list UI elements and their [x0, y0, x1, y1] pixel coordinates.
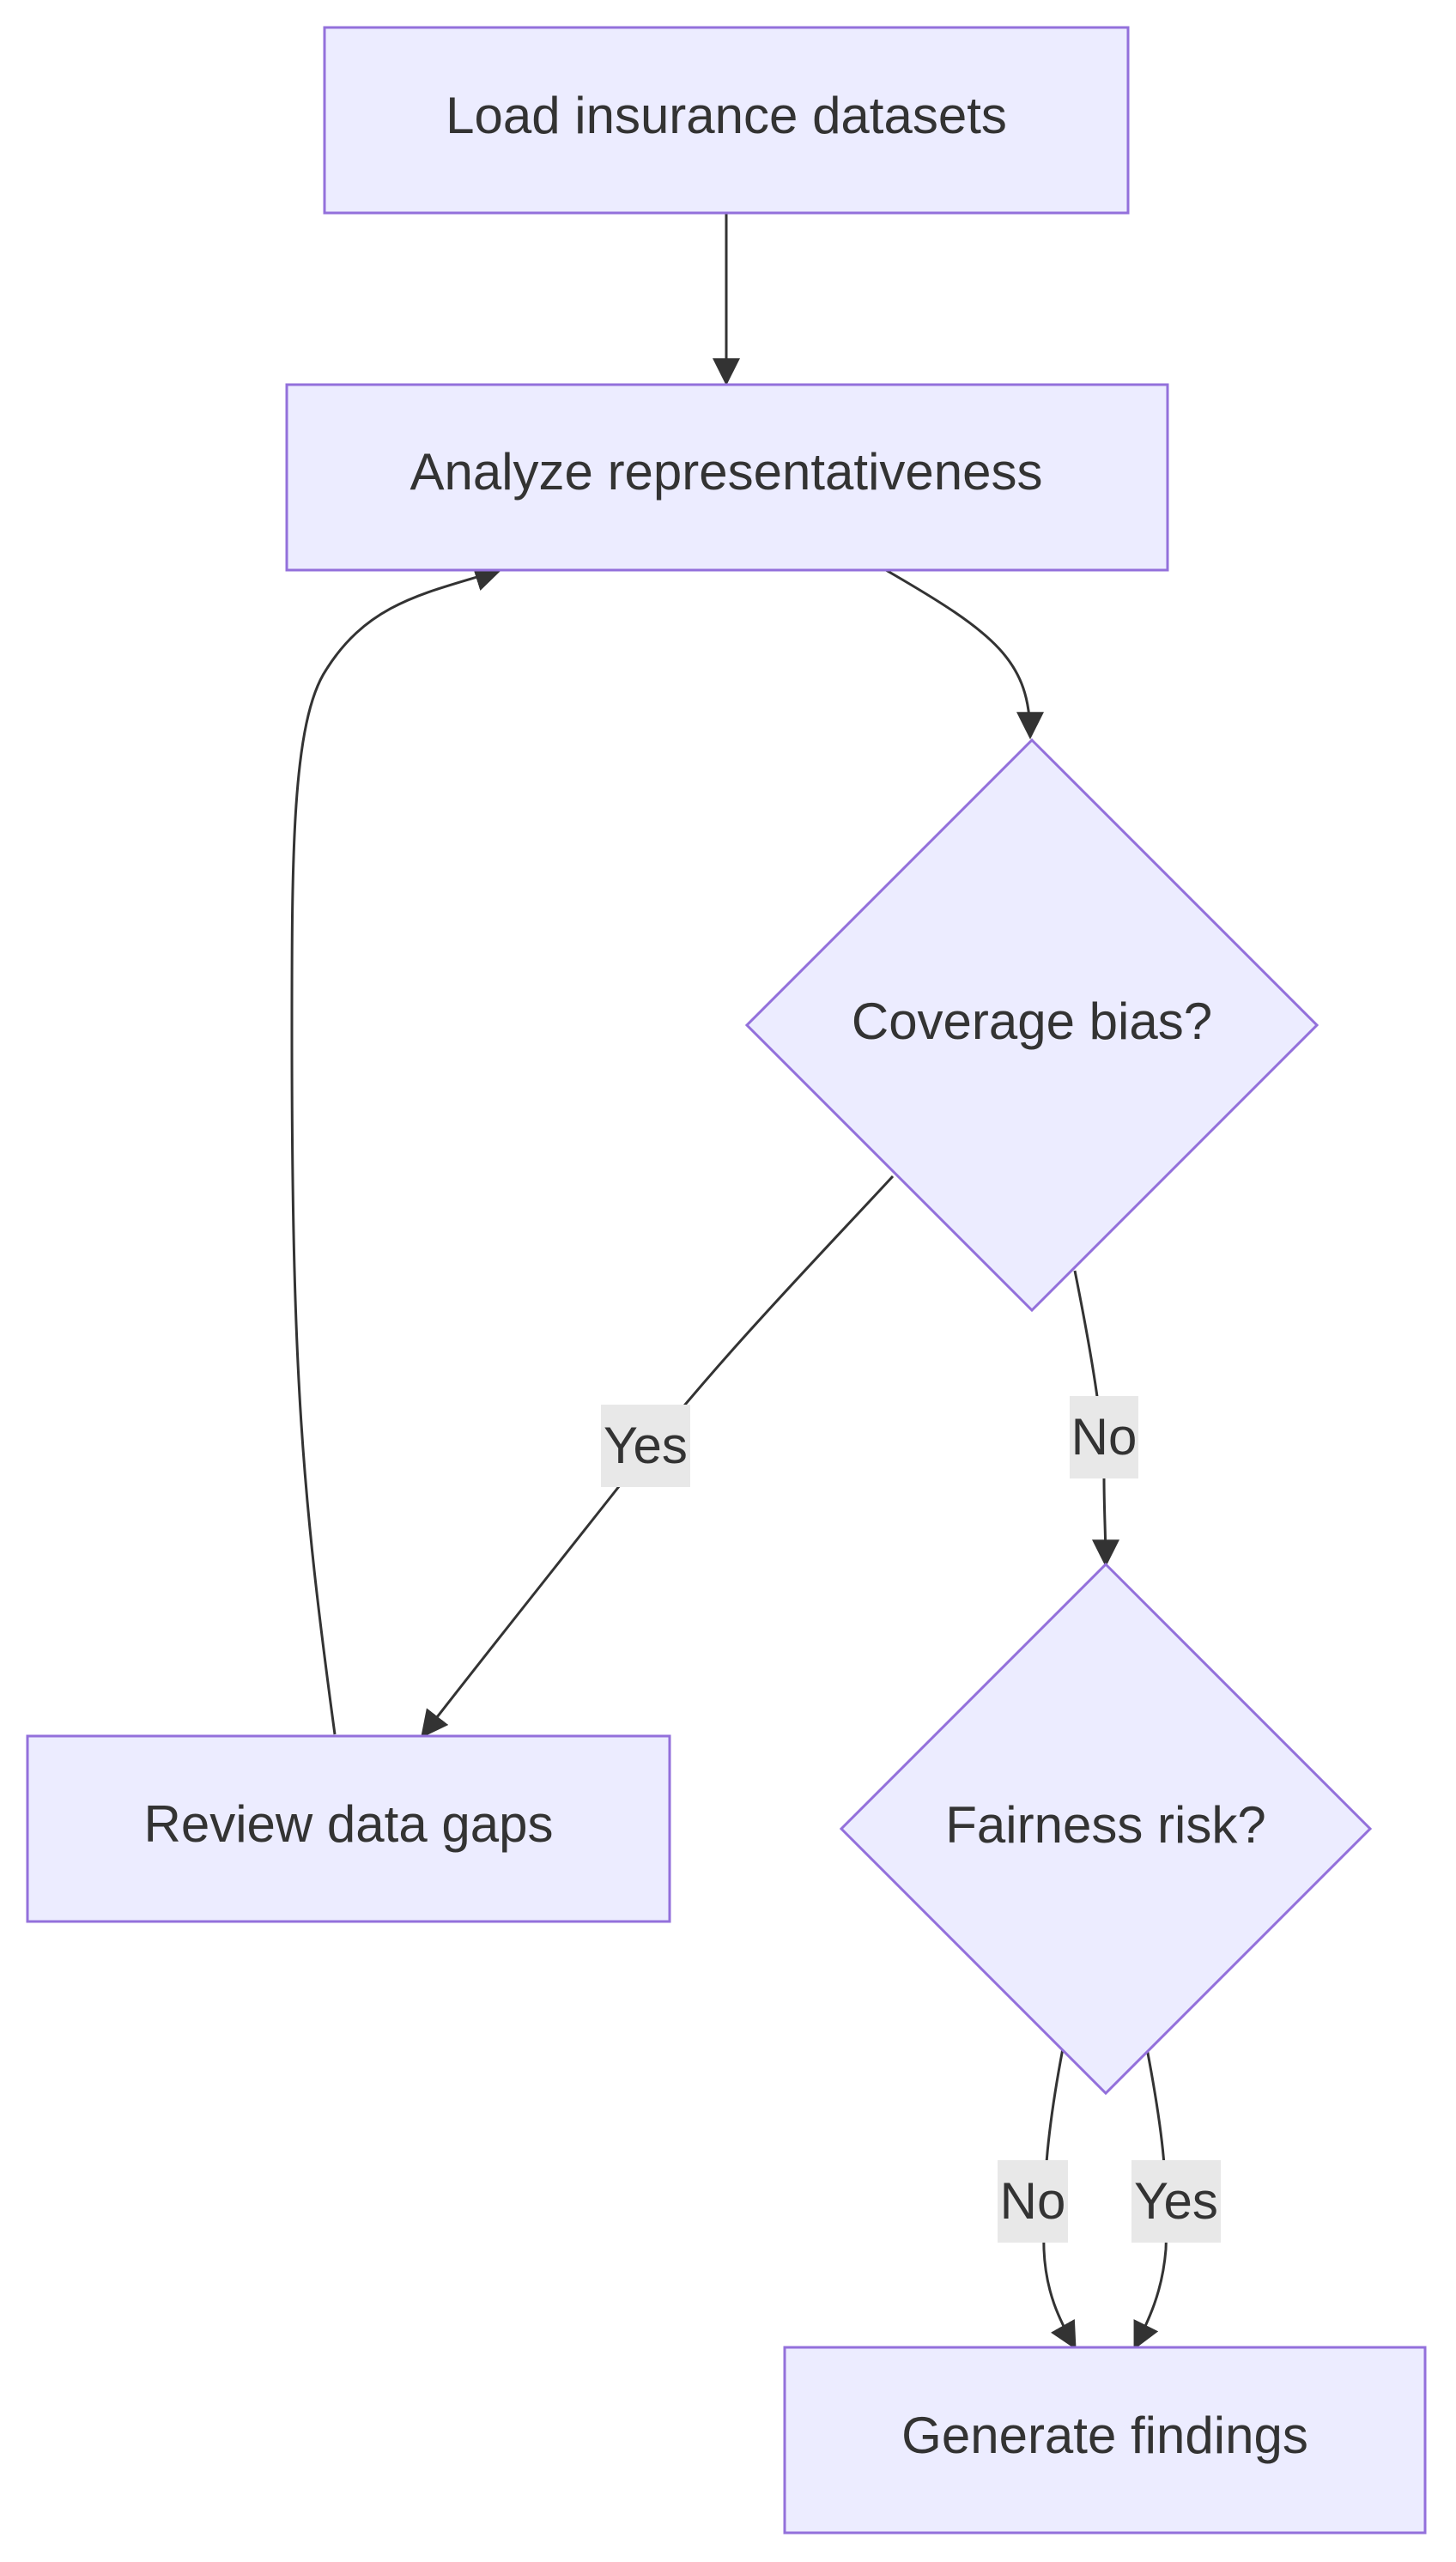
- edge-analyze-to-coverage: [885, 568, 1044, 740]
- edge-label-fairness-yes-text: Yes: [1134, 2172, 1218, 2230]
- node-generate-findings: Generate findings: [783, 2346, 1427, 2535]
- node-analyze-representativeness-label: Analyze representativeness: [410, 443, 1042, 501]
- node-coverage-bias-decision: Coverage bias?: [744, 738, 1320, 1313]
- node-load-datasets-label: Load insurance datasets: [446, 87, 1007, 144]
- edge-labels: Yes No No Yes: [601, 1396, 1221, 2243]
- edge-label-coverage-no: No: [1070, 1396, 1138, 1478]
- node-load-datasets: Load insurance datasets: [323, 26, 1130, 215]
- node-fairness-risk-decision: Fairness risk?: [839, 1562, 1373, 2096]
- edge-label-fairness-no: No: [998, 2160, 1068, 2243]
- edge-label-coverage-yes: Yes: [601, 1405, 690, 1487]
- node-coverage-bias-label: Coverage bias?: [852, 993, 1212, 1050]
- edge-label-fairness-yes: Yes: [1131, 2160, 1221, 2243]
- edge-label-coverage-yes-text: Yes: [604, 1417, 688, 1474]
- edge-review-to-analyze: [290, 564, 503, 1735]
- node-review-data-gaps: Review data gaps: [26, 1734, 671, 1923]
- edge-label-coverage-no-text: No: [1071, 1408, 1138, 1466]
- node-generate-findings-label: Generate findings: [901, 2407, 1308, 2464]
- node-review-data-gaps-label: Review data gaps: [144, 1795, 554, 1853]
- edge-label-fairness-no-text: No: [1000, 2172, 1066, 2230]
- node-analyze-representativeness: Analyze representativeness: [285, 383, 1169, 572]
- node-fairness-risk-label: Fairness risk?: [945, 1796, 1265, 1854]
